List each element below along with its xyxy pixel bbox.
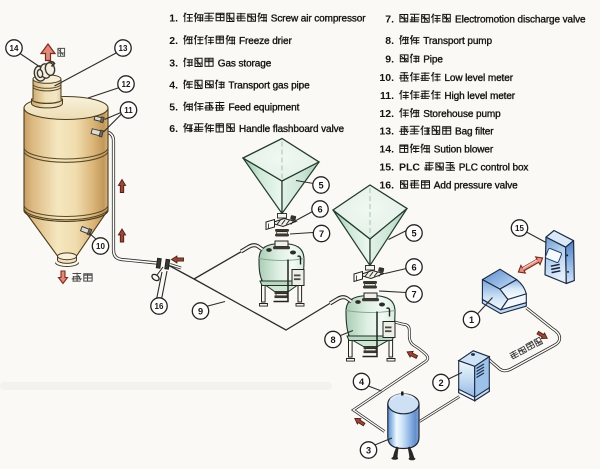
svg-text:11: 11 — [124, 106, 133, 115]
svg-text:13: 13 — [119, 44, 128, 53]
svg-text:7: 7 — [411, 289, 416, 299]
svg-text:PLC: PLC — [399, 162, 420, 174]
svg-text:Freeze drier: Freeze drier — [239, 36, 292, 47]
svg-text:7: 7 — [319, 229, 324, 239]
svg-text:4: 4 — [359, 377, 365, 387]
svg-text:2: 2 — [438, 378, 443, 388]
svg-text:15.: 15. — [379, 162, 394, 174]
svg-text:High level meter: High level meter — [444, 91, 515, 102]
svg-text:3: 3 — [366, 445, 371, 455]
svg-text:Low level meter: Low level meter — [444, 73, 513, 84]
svg-text:7.: 7. — [385, 14, 394, 26]
svg-text:Transport pump: Transport pump — [423, 36, 492, 47]
svg-text:9: 9 — [198, 306, 203, 316]
svg-text:Transport gas pipe: Transport gas pipe — [228, 81, 310, 92]
svg-text:Feed equipment: Feed equipment — [228, 103, 299, 114]
svg-text:14.: 14. — [379, 144, 394, 156]
svg-text:9.: 9. — [385, 54, 394, 66]
svg-text:Electromotion discharge valve: Electromotion discharge valve — [455, 15, 586, 26]
svg-text:16: 16 — [155, 302, 164, 311]
svg-text:Sution blower: Sution blower — [434, 145, 494, 156]
svg-text:15: 15 — [515, 224, 524, 233]
svg-text:11.: 11. — [380, 90, 394, 102]
svg-text:Bag filter: Bag filter — [455, 127, 494, 138]
svg-text:6: 6 — [411, 262, 416, 272]
svg-text:Gas storage: Gas storage — [218, 59, 272, 70]
svg-text:4.: 4. — [169, 80, 178, 92]
svg-text:5: 5 — [411, 228, 416, 238]
svg-text:Pipe: Pipe — [423, 55, 443, 66]
svg-text:Handle flashboard valve: Handle flashboard valve — [239, 124, 345, 135]
svg-text:Screw air compressor: Screw air compressor — [271, 14, 366, 25]
svg-text:2.: 2. — [169, 35, 178, 47]
svg-text:8: 8 — [330, 335, 335, 345]
svg-text:1.: 1. — [169, 13, 178, 25]
svg-text:Add pressure valve: Add pressure valve — [434, 181, 518, 192]
svg-text:14: 14 — [10, 44, 19, 53]
svg-text:10: 10 — [96, 242, 105, 251]
svg-text:1: 1 — [469, 315, 474, 325]
svg-text:6.: 6. — [169, 123, 178, 135]
svg-text:12.: 12. — [379, 108, 394, 120]
svg-text:PLC control box: PLC control box — [459, 163, 529, 174]
svg-text:16.: 16. — [379, 180, 394, 192]
svg-text:5.: 5. — [169, 102, 178, 114]
svg-text:Storehouse pump: Storehouse pump — [423, 109, 501, 120]
svg-text:13.: 13. — [379, 126, 394, 138]
svg-text:5: 5 — [318, 180, 323, 190]
svg-text:3.: 3. — [169, 58, 178, 70]
svg-text:10.: 10. — [379, 72, 394, 84]
svg-text:8.: 8. — [385, 35, 394, 47]
svg-text:6: 6 — [317, 204, 322, 214]
svg-text:12: 12 — [122, 80, 131, 89]
